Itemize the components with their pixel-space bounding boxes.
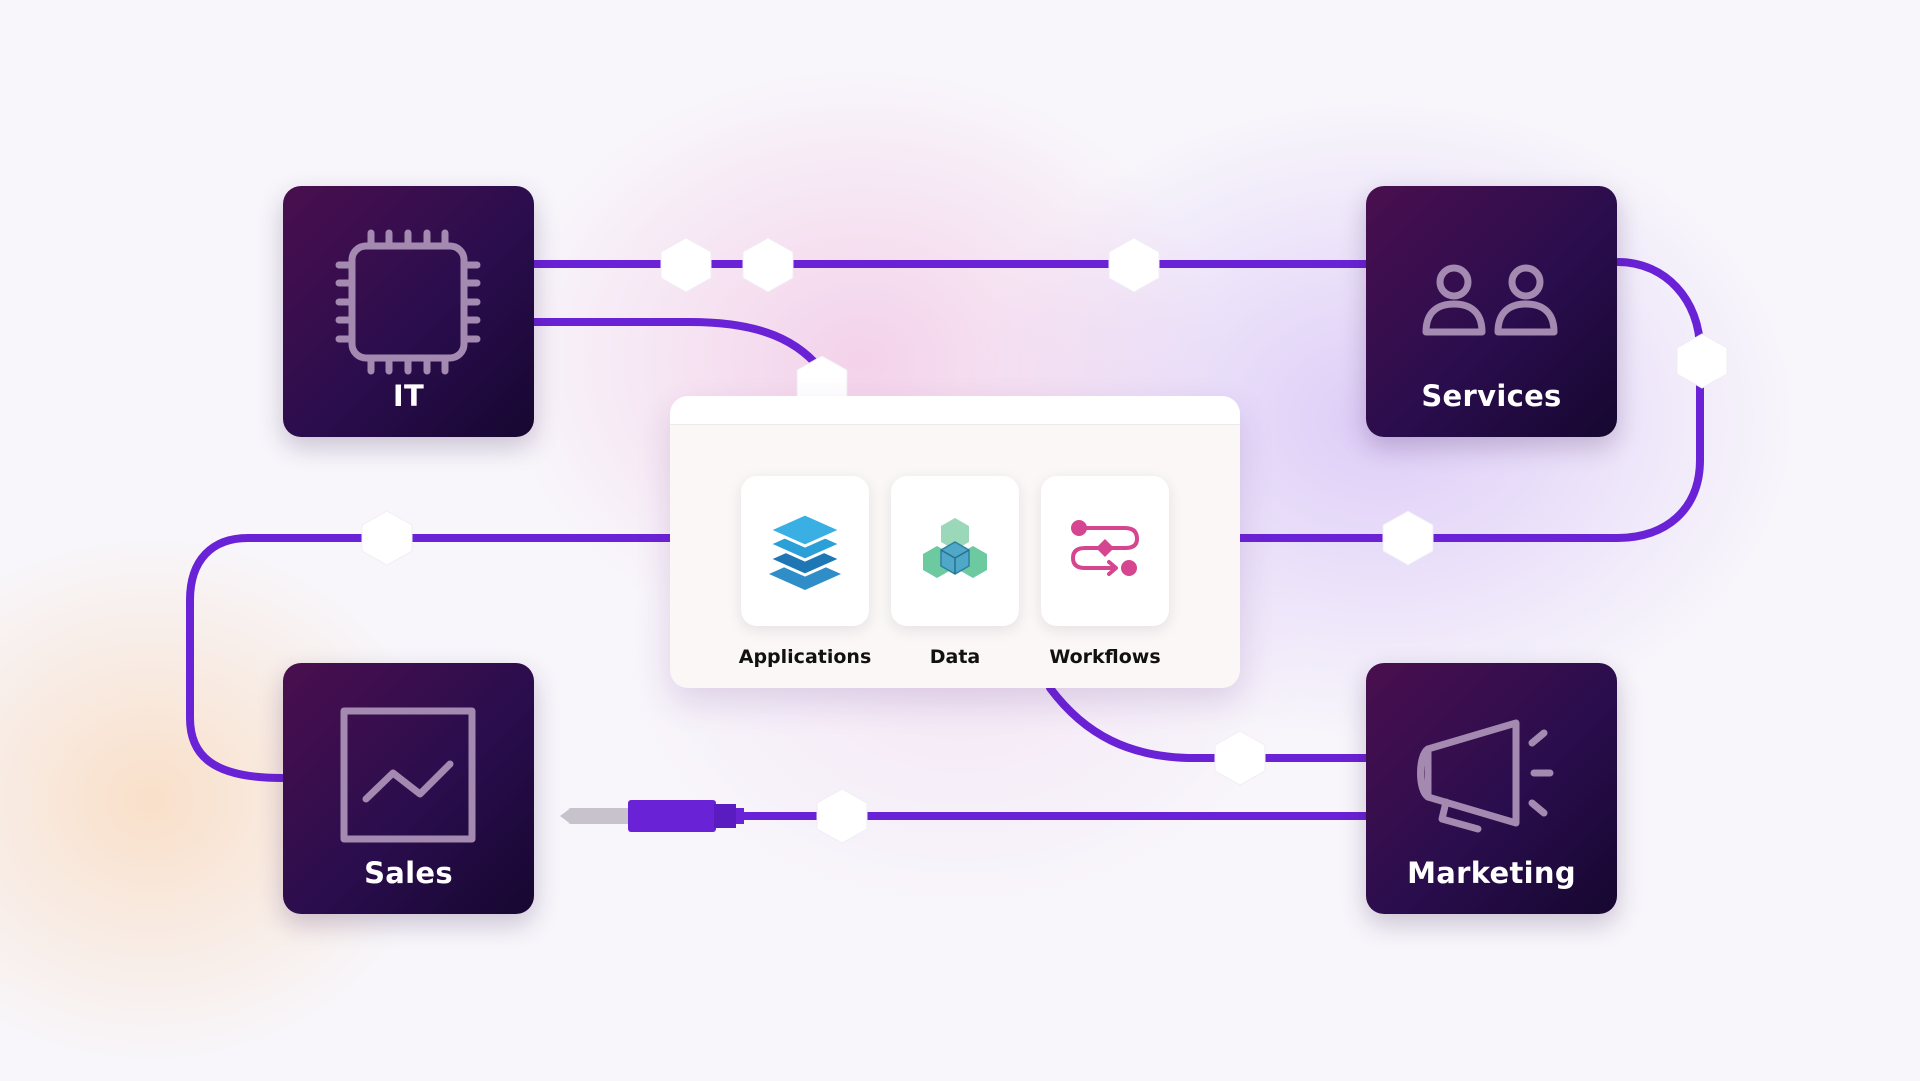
it-node: IT: [283, 186, 534, 437]
services-label: Services: [1421, 379, 1562, 413]
data-tile[interactable]: [891, 476, 1019, 626]
connector-node: [1676, 333, 1728, 389]
layers-stack-icon: [765, 512, 845, 590]
chart-trend-icon: [340, 707, 476, 843]
chip-icon: [335, 229, 481, 375]
applications-tile[interactable]: [741, 476, 869, 626]
audio-jack: [560, 800, 744, 832]
connector-node: [660, 237, 712, 293]
two-people-icon: [1422, 264, 1558, 336]
connector-node: [1382, 510, 1434, 566]
marketing-label: Marketing: [1407, 856, 1576, 890]
workflow-icon: [1071, 520, 1139, 576]
connector-node: [1214, 730, 1266, 786]
workflows-tile[interactable]: [1041, 476, 1169, 626]
connector-node: [816, 788, 868, 844]
cubes-icon: [923, 518, 987, 578]
sales-node: Sales: [283, 663, 534, 914]
connector-node: [361, 510, 413, 566]
line-it-hub: [530, 318, 829, 379]
sales-label: Sales: [364, 856, 453, 890]
line-services-hub: [1236, 258, 1704, 542]
hub-title-bar: [670, 396, 1240, 424]
applications-label: Applications: [738, 646, 872, 668]
workflows-label: Workflows: [1049, 646, 1161, 668]
line-hub-marketing: [1046, 684, 1370, 762]
line-hub-sales: [186, 534, 674, 782]
integration-hub-panel: Applications Data Workflows: [670, 396, 1240, 688]
megaphone-icon: [1417, 719, 1554, 833]
it-label: IT: [392, 379, 425, 413]
connector-node: [1108, 237, 1160, 293]
data-label: Data: [929, 646, 981, 668]
marketing-node: Marketing: [1366, 663, 1617, 914]
services-node: Services: [1366, 186, 1617, 437]
connector-node: [742, 237, 794, 293]
